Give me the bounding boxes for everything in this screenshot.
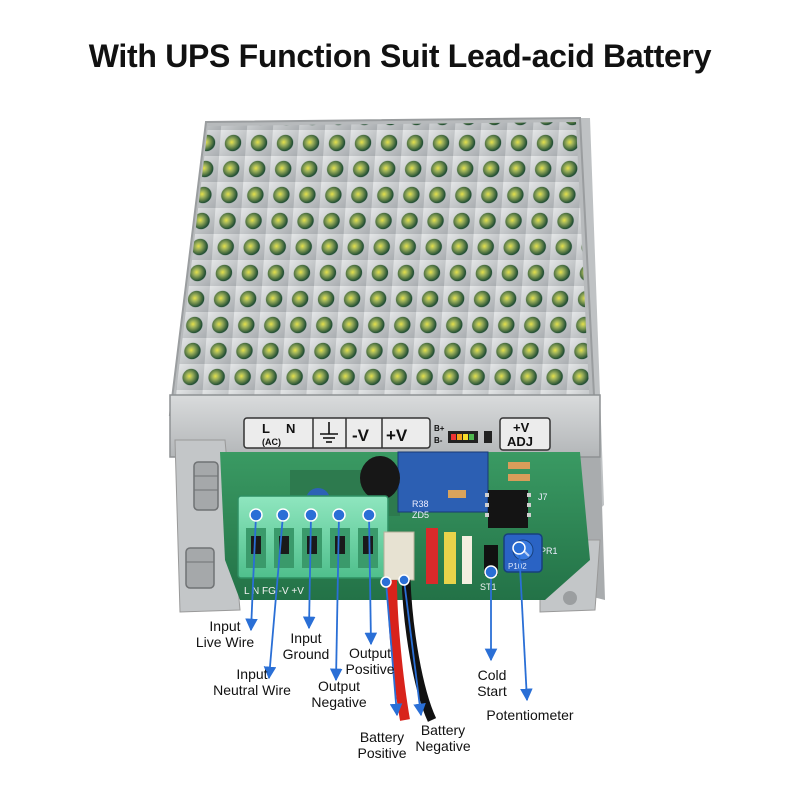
label-input-neutral-wire: Input Neutral Wire	[204, 666, 300, 698]
screw-icon	[185, 461, 219, 589]
terminal-n-text: N	[286, 421, 295, 436]
label-line: Potentiometer	[486, 707, 574, 723]
label-battery-positive: Battery Positive	[352, 729, 412, 761]
terminal-plus-v-text: +V	[386, 426, 408, 445]
front-panel: L N (AC) -V +V B+ B- +V ADJ	[169, 394, 601, 458]
label-input-live-wire: Input Live Wire	[189, 618, 261, 650]
headline: With UPS Function Suit Lead-acid Battery	[88, 38, 712, 74]
label-line: Cold	[477, 667, 507, 683]
terminal-block	[237, 495, 389, 579]
label-cold-start: Cold Start	[468, 667, 516, 699]
ground-symbol-icon	[320, 422, 338, 443]
pcb-st1-text: ST1	[480, 582, 497, 592]
label-line: Battery	[359, 729, 405, 745]
label-line: Negative	[415, 738, 471, 754]
battery-plus-text: B+	[434, 424, 445, 433]
jumper-headers	[426, 528, 498, 584]
adj-top-text: +V	[513, 420, 530, 435]
label-line: Start	[477, 683, 507, 699]
label-line: Ground	[282, 646, 330, 662]
label-line: Neutral Wire	[213, 682, 291, 698]
terminal-ac-text: (AC)	[262, 437, 281, 447]
label-line: Positive	[345, 661, 395, 677]
label-line: Negative	[311, 694, 367, 710]
label-line: Input	[290, 630, 322, 646]
terminal-minus-v-text: -V	[352, 426, 370, 445]
battery-level-icon	[448, 431, 492, 443]
callout-dots	[249, 508, 526, 588]
pot-print-text: P102	[508, 562, 527, 571]
label-output-positive: Output Positive	[340, 645, 400, 677]
terminal-l-text: L	[262, 421, 270, 436]
callout-lines	[245, 514, 533, 717]
label-line: Output	[348, 645, 392, 661]
battery-minus-text: B-	[434, 436, 443, 445]
label-line: Input	[236, 666, 268, 682]
label-battery-negative: Battery Negative	[410, 722, 476, 754]
pcb-j7-text: J7	[538, 492, 548, 502]
label-line: Battery	[420, 722, 466, 738]
pcb-zd5-text: ZD5	[412, 510, 429, 520]
pcb-pr1-text: PR1	[540, 546, 558, 556]
perforated-cover	[168, 116, 597, 416]
label-potentiometer: Potentiometer	[480, 707, 580, 723]
label-line: Output	[317, 678, 361, 694]
label-line: Positive	[357, 745, 407, 761]
label-input-ground: Input Ground	[276, 630, 336, 662]
label-line: Input	[209, 618, 241, 634]
pcb-r38-text: R38	[412, 499, 429, 509]
pcb-terminal-print: L N FG -V +V	[244, 586, 304, 597]
label-line: Live Wire	[195, 634, 255, 650]
adj-bottom-text: ADJ	[507, 434, 533, 449]
label-output-negative: Output Negative	[306, 678, 372, 710]
